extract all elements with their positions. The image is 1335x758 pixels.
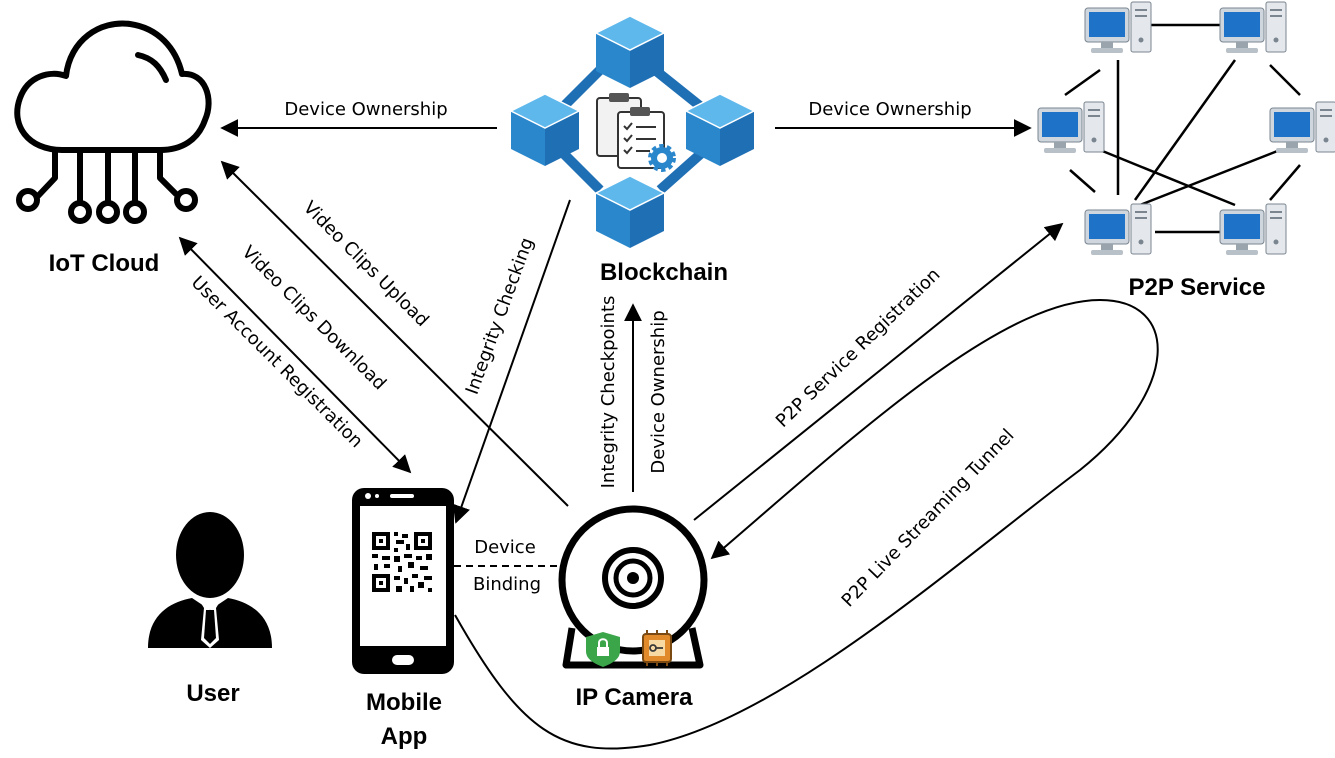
label-p2p-live-streaming: P2P Live Streaming Tunnel [838,425,1019,611]
label-bc-to-p2p: Device Ownership [808,99,971,120]
chip-key-icon [642,630,672,666]
shield-lock-icon [586,632,620,667]
label-device-ownership-camera: Device Ownership [648,310,669,473]
p2p-service-label: P2P Service [1128,274,1265,301]
label-user-account-registration: User Account Registration [187,272,367,452]
mobile-app-label-line2: App [381,723,428,750]
computer-icon [1084,203,1152,256]
edge-cloud-app-registration [178,236,412,474]
label-device-binding-line1: Device [474,537,536,558]
gear-icon [648,144,676,172]
iot-cloud-label: IoT Cloud [49,250,160,277]
label-integrity-checkpoints: Integrity Checkpoints [598,296,619,489]
qr-code-icon [372,532,432,592]
user-label: User [186,680,239,707]
blockchain-label: Blockchain [600,259,728,286]
mobile-app-label-line1: Mobile [366,689,442,716]
label-integrity-checking: Integrity Checking [462,235,538,398]
cloud-circuit-icon [14,20,212,224]
label-bc-to-cloud: Device Ownership [284,99,447,120]
computer-icon [1219,203,1287,256]
label-p2p-service-registration: P2P Service Registration [772,264,945,432]
user-silhouette-icon [148,512,272,648]
edge-camera-to-p2p-registration [693,222,1064,521]
p2p-network-links [1064,23,1301,234]
edge-p2p-live-streaming-tunnel [454,298,1159,750]
blockchain-cubes-icon [510,15,755,249]
label-device-binding-line2: Binding [473,574,541,595]
computer-icon [1269,101,1335,154]
ip-camera-label: IP Camera [576,684,694,711]
computer-icon [1219,1,1287,54]
edge-blockchain-to-app [452,199,571,524]
computer-icon [1037,101,1105,154]
computer-icon [1084,1,1152,54]
ip-camera-icon [558,505,708,669]
